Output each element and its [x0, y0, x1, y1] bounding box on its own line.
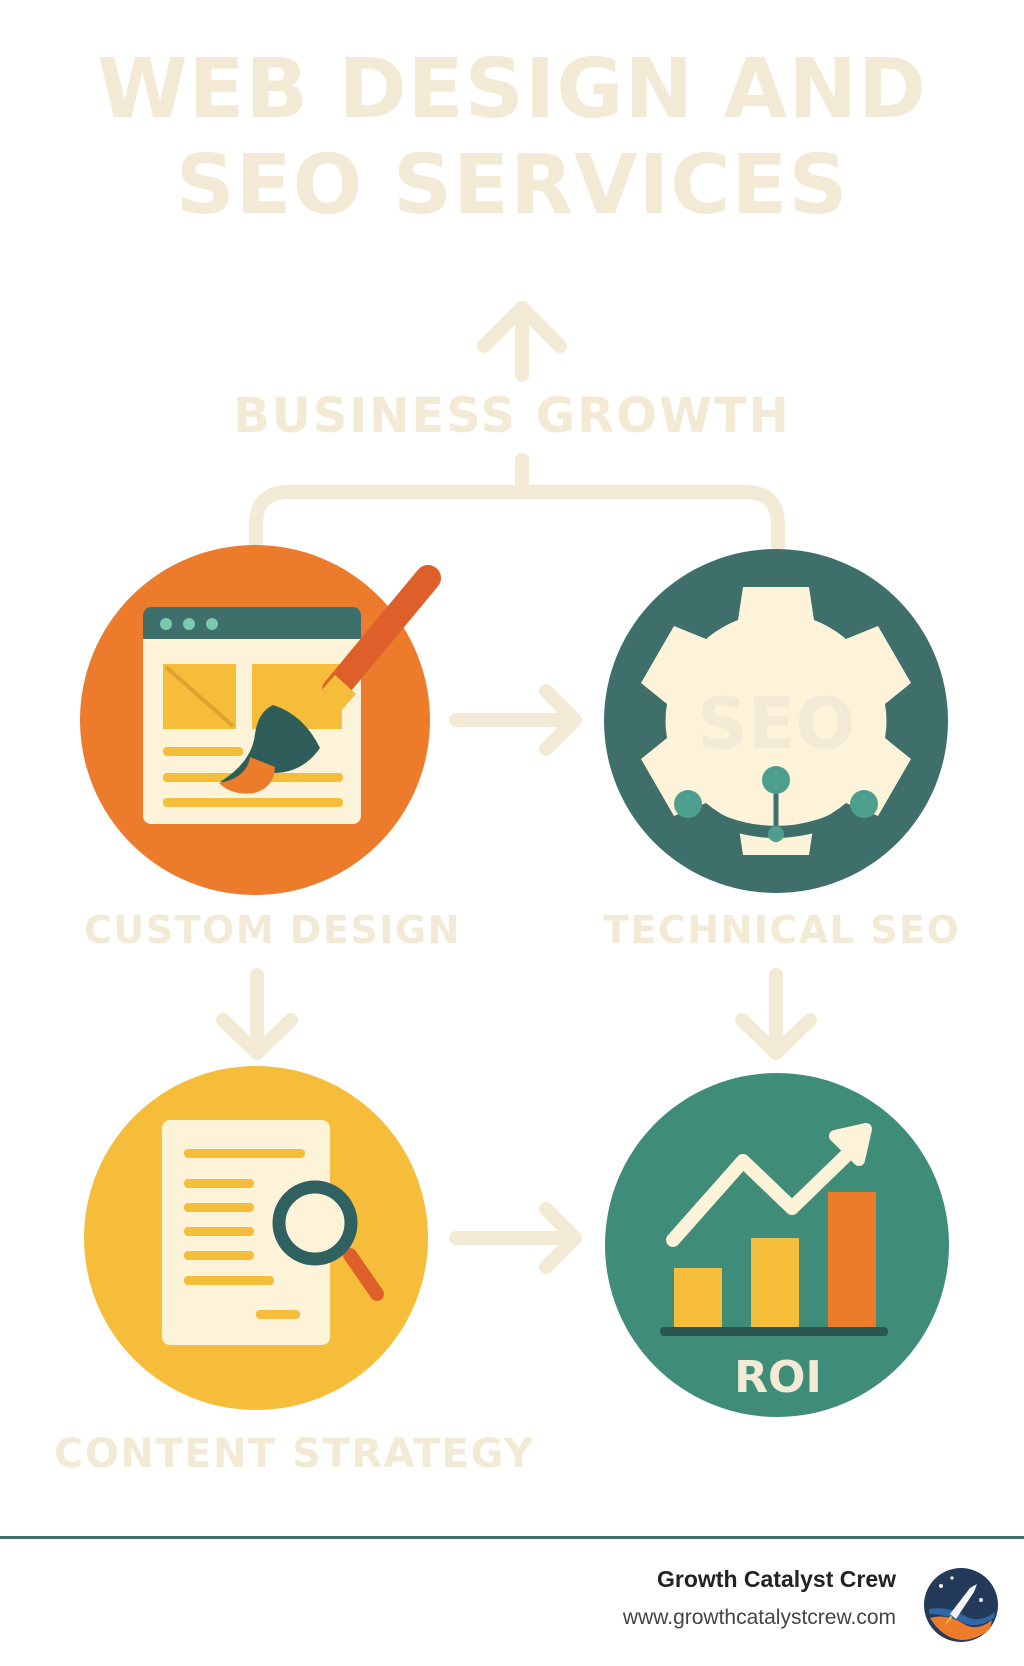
document-magnifier-icon [162, 1120, 384, 1345]
gear-seo-icon: SEO [641, 587, 911, 855]
seo-badge-text: SEO [697, 683, 855, 765]
content-strategy-node [84, 1066, 428, 1410]
custom-design-label: CUSTOM DESIGN [84, 908, 461, 952]
custom-design-node [80, 545, 441, 895]
bracket-connector [249, 453, 785, 552]
brand-name: Growth Catalyst Crew [657, 1566, 896, 1592]
roi-badge-text: ROI [734, 1352, 822, 1403]
browser-paintbrush-icon [143, 565, 441, 824]
roi-node: ROI [605, 1073, 949, 1417]
rocket-logo-icon [924, 1568, 998, 1642]
technical-seo-label: TECHNICAL SEO [603, 908, 961, 952]
right-arrow-icon [449, 684, 582, 756]
business-growth-label: BUSINESS GROWTH [233, 388, 791, 444]
footer-divider [0, 1536, 1024, 1539]
technical-seo-node: SEO [604, 549, 948, 893]
page-title-line-1: WEB DESIGN AND [97, 42, 927, 137]
page-title-line-2: SEO SERVICES [175, 138, 849, 233]
content-strategy-label: CONTENT STRATEGY [54, 1431, 535, 1477]
up-arrow-icon [477, 301, 567, 382]
right-arrow-bottom-icon [449, 1202, 582, 1274]
brand-url: www.growthcatalystcrew.com [622, 1606, 896, 1629]
down-arrow-right-icon [735, 968, 817, 1060]
growth-chart-icon: ROI [660, 1123, 888, 1403]
down-arrow-left-icon [216, 968, 298, 1060]
